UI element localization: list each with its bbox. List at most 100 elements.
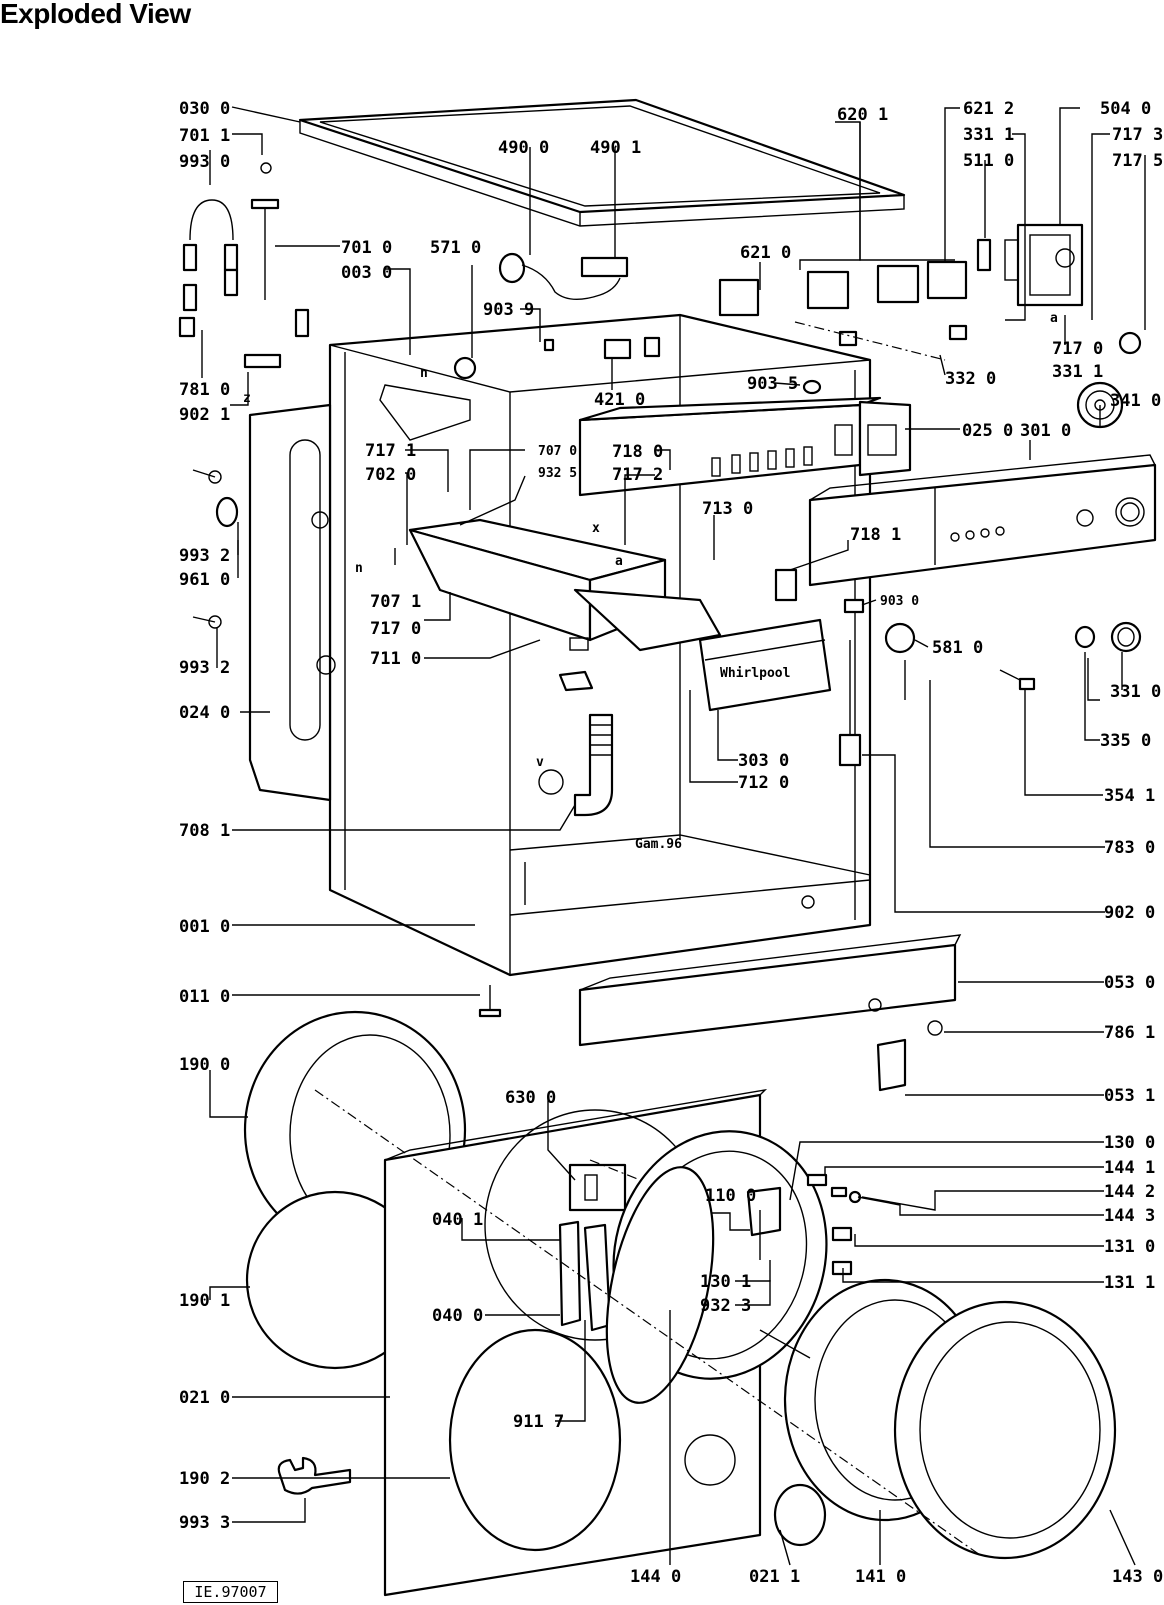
part-label: 718 1 <box>850 525 901 545</box>
part-label: 141 0 <box>855 1567 906 1587</box>
part-label: 712 0 <box>738 773 789 793</box>
part-label: 701 0 <box>341 238 392 258</box>
part-label: 621 0 <box>740 243 791 263</box>
part-label: 903 0 <box>880 594 919 609</box>
part-label: 490 1 <box>590 138 641 158</box>
drawing-reference: IE.97007 <box>183 1581 278 1603</box>
part-label: 707 0 <box>538 444 577 459</box>
part-label: 144 3 <box>1104 1206 1155 1226</box>
part-label: 717 2 <box>612 465 663 485</box>
part-label: 717 0 <box>370 619 421 639</box>
letter-n-1: n <box>420 366 428 381</box>
programme-timer <box>1004 223 1142 355</box>
door-frame <box>605 1130 828 1404</box>
part-label: 993 3 <box>179 1513 230 1533</box>
part-label: 993 2 <box>179 546 230 566</box>
part-label: 902 1 <box>179 405 230 425</box>
part-label: 702 0 <box>365 465 416 485</box>
letter-v: v <box>536 755 544 770</box>
part-label: 581 0 <box>932 638 983 658</box>
filter-cap <box>773 1483 827 1547</box>
leader-lines <box>201 106 1146 1566</box>
letter-x: x <box>592 521 600 536</box>
part-label: 354 1 <box>1104 786 1155 806</box>
pressure-switch <box>774 568 1036 767</box>
part-label: 781 0 <box>179 380 230 400</box>
part-label: 621 2 <box>963 99 1014 119</box>
part-label: 335 0 <box>1100 731 1151 751</box>
part-label: 783 0 <box>1104 838 1155 858</box>
part-label: 511 0 <box>963 151 1014 171</box>
hinge-pins <box>806 1173 862 1276</box>
fixing-screws <box>192 469 239 629</box>
part-label: 303 0 <box>738 751 789 771</box>
part-label: 717 5 <box>1112 151 1163 171</box>
part-label: 504 0 <box>1100 99 1151 119</box>
shock-absorber-parts <box>178 162 310 369</box>
part-label: 190 2 <box>179 1469 230 1489</box>
part-label: 190 1 <box>179 1291 230 1311</box>
part-label: 131 1 <box>1104 1273 1155 1293</box>
switch-modules <box>718 238 992 347</box>
letter-n-2: n <box>355 561 363 576</box>
part-label: 713 0 <box>702 499 753 519</box>
part-label: 131 0 <box>1104 1237 1155 1257</box>
part-label: 301 0 <box>1020 421 1071 441</box>
part-label: 341 0 <box>1110 391 1161 411</box>
inlet-valve <box>453 336 822 395</box>
part-label: 144 0 <box>630 1567 681 1587</box>
part-label: 025 0 <box>962 421 1013 441</box>
part-label: 707 1 <box>370 592 421 612</box>
part-label: 717 1 <box>365 441 416 461</box>
drain-hose <box>538 713 614 817</box>
part-label: 993 0 <box>179 152 230 172</box>
detergent-dispenser <box>408 518 667 692</box>
part-label: 190 0 <box>179 1055 230 1075</box>
part-label: 701 1 <box>179 126 230 146</box>
part-label: 331 1 <box>1052 362 1103 382</box>
part-label: 903 5 <box>747 374 798 394</box>
back-panel <box>248 403 336 802</box>
part-label: 130 0 <box>1104 1133 1155 1153</box>
part-labels: 030 0 701 1 993 0 490 0 490 1 620 1 621 … <box>179 99 1163 1587</box>
part-label: 011 0 <box>179 987 230 1007</box>
part-label: 711 0 <box>370 649 421 669</box>
letter-a-1: a <box>615 554 623 569</box>
part-label: 053 1 <box>1104 1086 1155 1106</box>
part-label: 144 2 <box>1104 1182 1155 1202</box>
part-label: 021 0 <box>179 1388 230 1408</box>
part-label: 718 0 <box>612 442 663 462</box>
brand-logo: Whirlpool <box>720 666 790 681</box>
plinth-strip <box>578 934 962 1092</box>
part-label: 331 1 <box>963 125 1014 145</box>
mains-cord <box>498 252 629 300</box>
part-label: 708 1 <box>179 821 230 841</box>
part-label: 053 0 <box>1104 973 1155 993</box>
part-label: 040 1 <box>432 1210 483 1230</box>
part-label: 003 0 <box>341 263 392 283</box>
part-label: 421 0 <box>594 390 645 410</box>
part-label: 001 0 <box>179 917 230 937</box>
cabinet <box>328 313 872 977</box>
stamp-text: Gam.96 <box>635 837 682 852</box>
part-label: 143 0 <box>1112 1567 1163 1587</box>
part-label: 717 0 <box>1052 339 1103 359</box>
assembly-axis-lines <box>314 321 981 1556</box>
part-label: 144 1 <box>1104 1158 1155 1178</box>
part-label: 331 0 <box>1110 682 1161 702</box>
part-label: 571 0 <box>430 238 481 258</box>
foot-screw <box>478 985 502 1018</box>
part-label: 490 0 <box>498 138 549 158</box>
fascia-panel <box>808 454 1157 587</box>
part-label: 110 0 <box>705 1186 756 1206</box>
letter-z: z <box>243 391 251 406</box>
part-label: 932 3 <box>700 1296 751 1316</box>
push-buttons <box>1074 621 1142 653</box>
part-label: 903 9 <box>483 300 534 320</box>
page-title: Exploded View <box>0 0 191 29</box>
part-label: 024 0 <box>179 703 230 723</box>
door-glass-and-trim <box>783 1278 1117 1560</box>
part-label: 932 5 <box>538 466 577 481</box>
letter-a-2: a <box>1050 311 1058 326</box>
